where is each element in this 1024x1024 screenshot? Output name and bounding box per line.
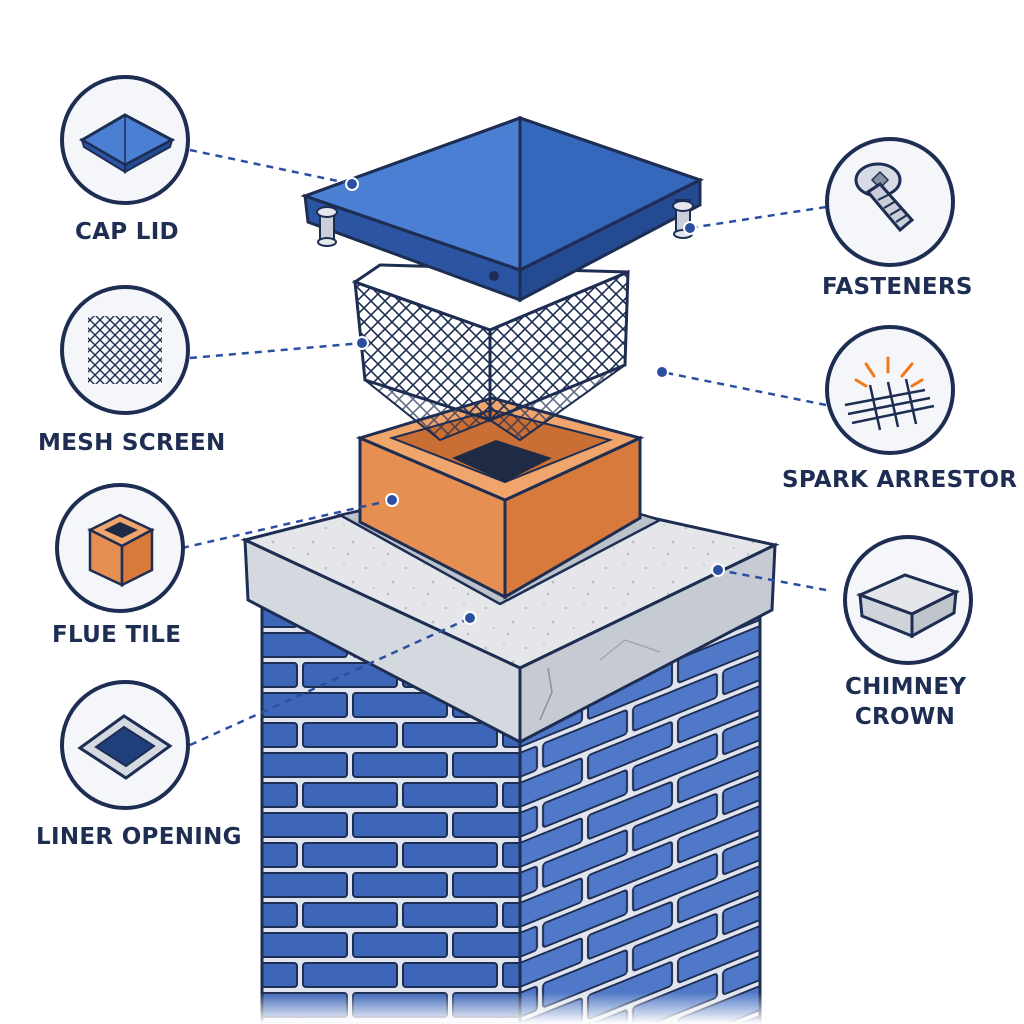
- mesh-icon: [60, 285, 190, 415]
- leader-lines: [181, 148, 827, 747]
- cap-lid: [300, 115, 704, 303]
- cap-lid-icon: [60, 75, 190, 205]
- mesh-screen: [351, 263, 630, 442]
- spark-arrestor-icon: [825, 325, 955, 455]
- label-chimney-crown-line1: CHIMNEY: [845, 674, 967, 700]
- crown-slab-icon: [843, 535, 973, 665]
- label-cap-lid: CAP LID: [75, 219, 179, 245]
- label-flue-tile: FLUE TILE: [52, 622, 182, 648]
- label-chimney-crown-line2: CROWN: [854, 704, 956, 730]
- label-liner-opening: LINER OPENING: [36, 824, 242, 850]
- label-spark-arrestor: SPARK ARRESTOR: [782, 467, 1018, 493]
- flue-tile-icon: [55, 483, 185, 613]
- label-mesh-screen: MESH SCREEN: [38, 430, 226, 456]
- bolt-icon: [825, 137, 955, 267]
- label-fasteners: FASTENERS: [822, 274, 973, 300]
- leader-dots: [345, 177, 725, 625]
- liner-opening-icon: [60, 680, 190, 810]
